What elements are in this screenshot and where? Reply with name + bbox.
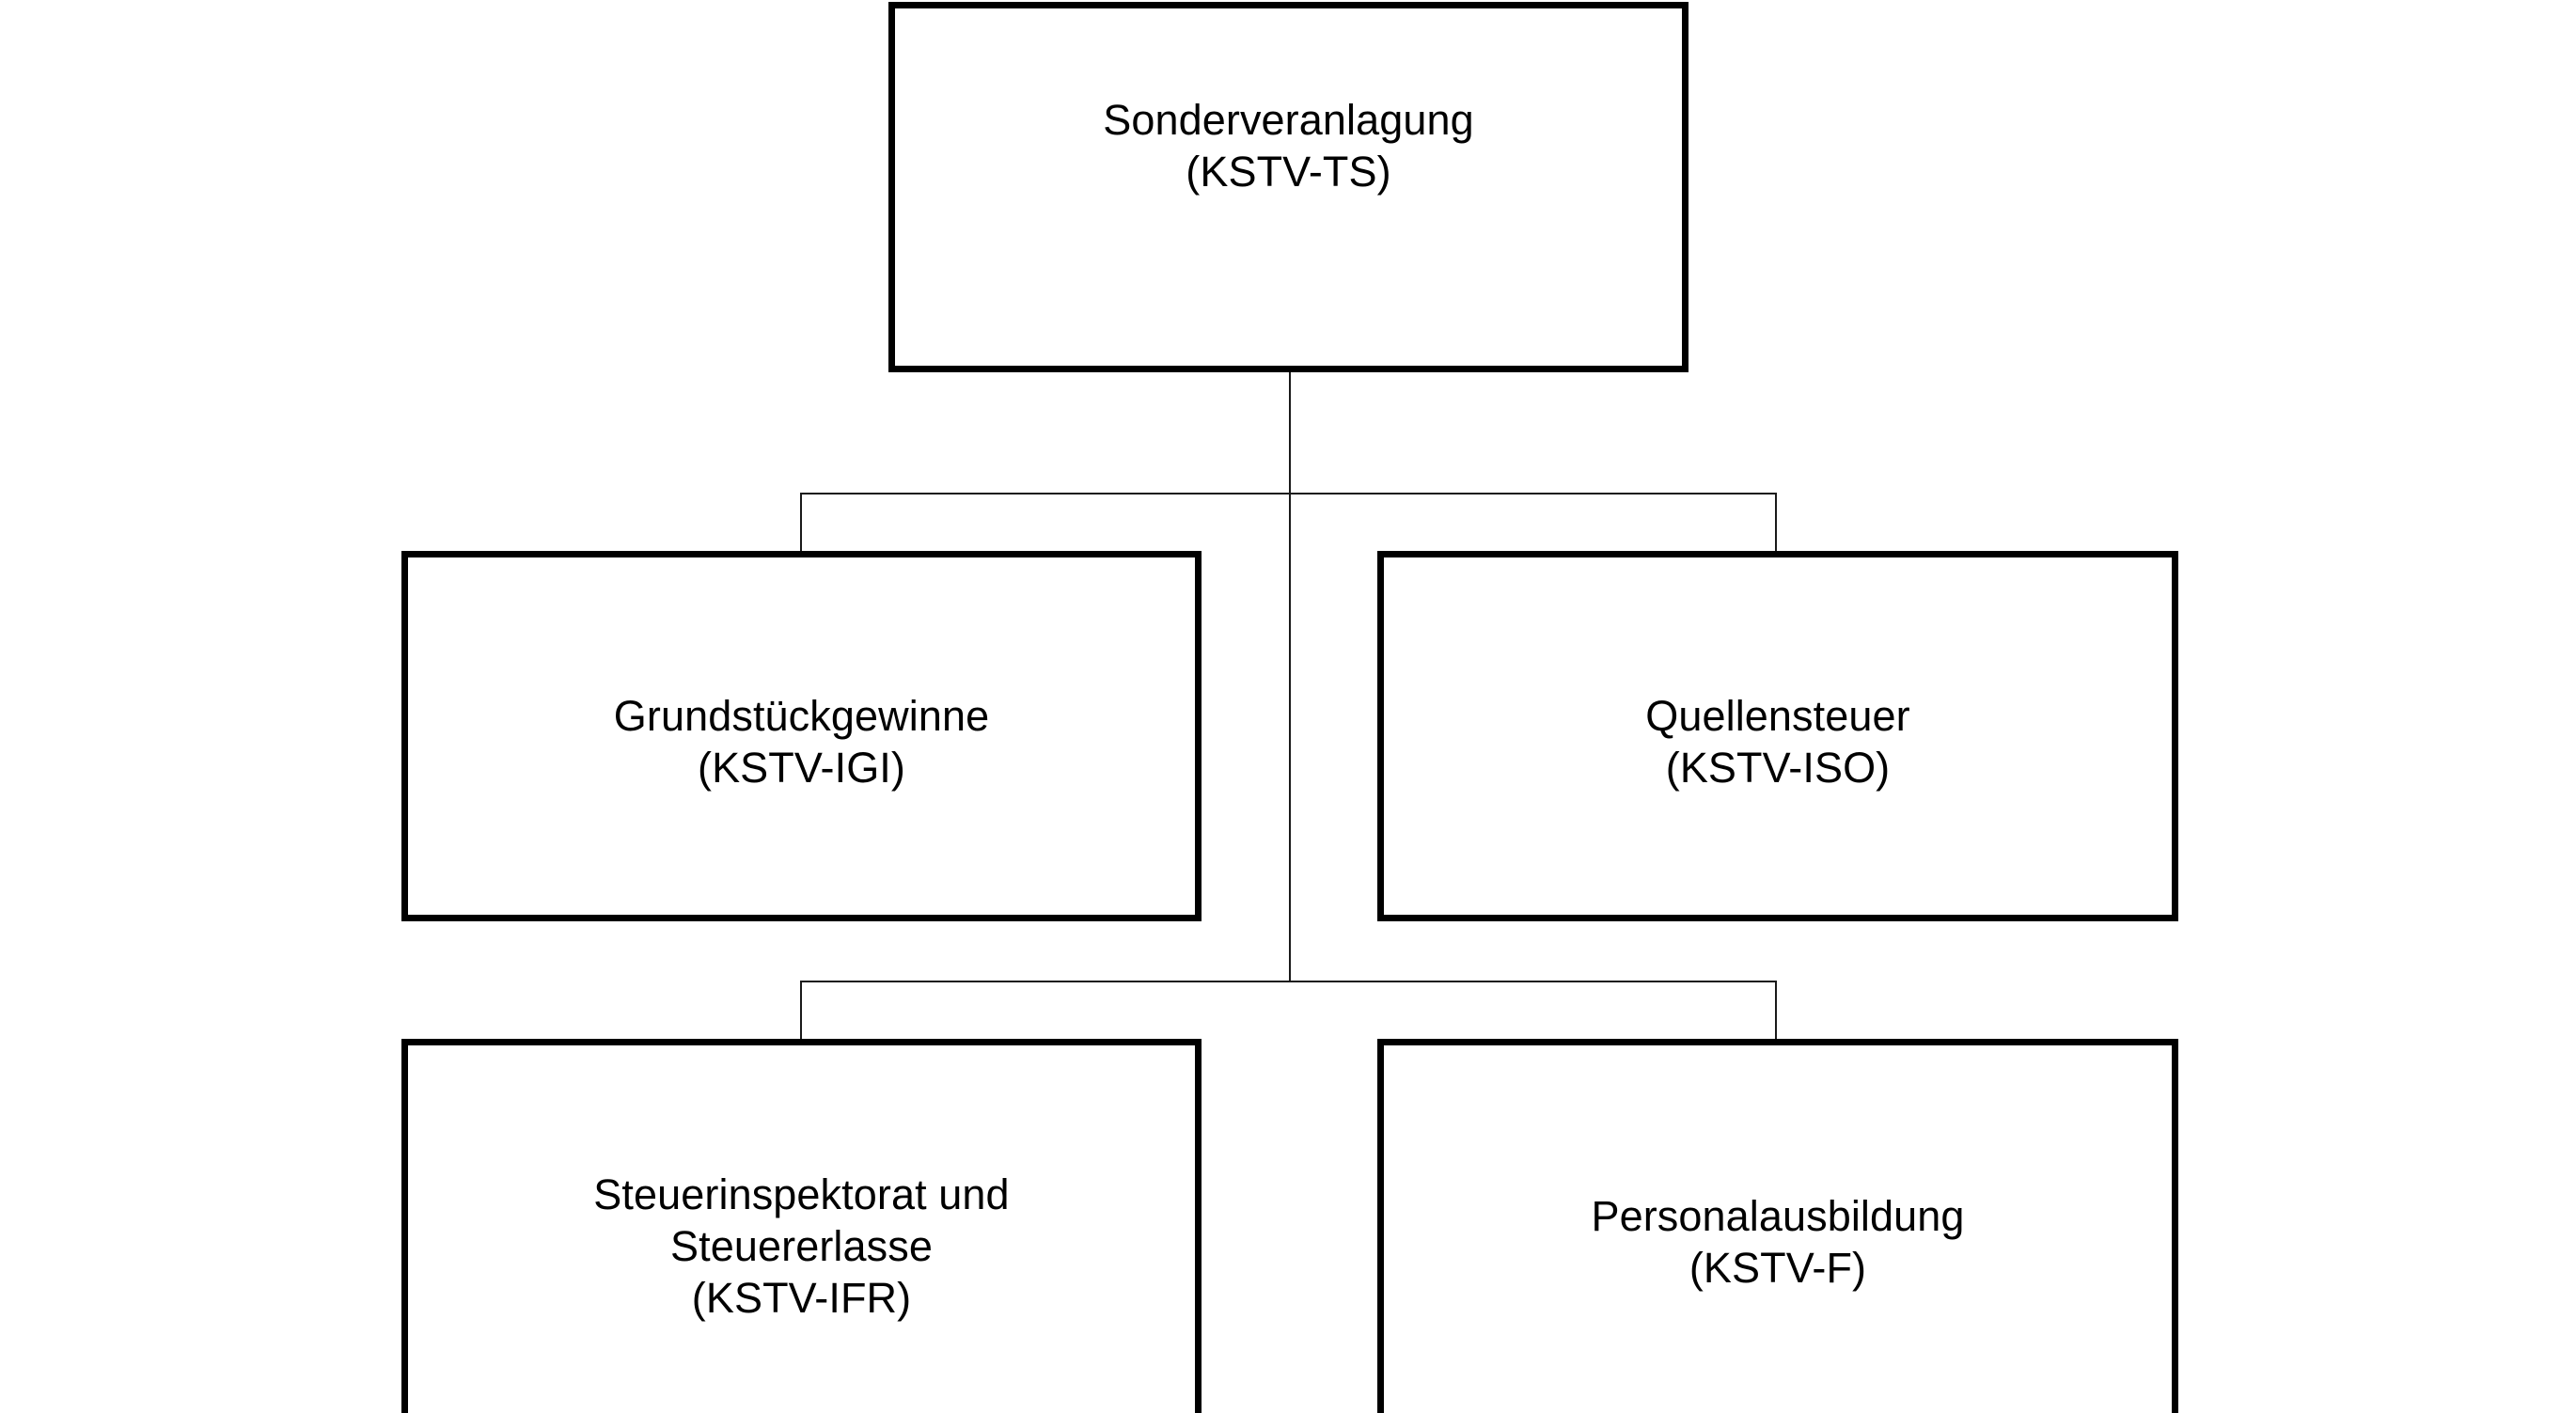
org-node-grundstueckgewinne[interactable]: Grundstückgewinne (KSTV-IGI)	[401, 551, 1202, 921]
connector-root-stem	[1289, 372, 1291, 495]
org-node-steuerinspektorat[interactable]: Steuerinspektorat und Steuererlasse (KST…	[401, 1039, 1202, 1413]
org-node-sonderveranlagung[interactable]: Sonderveranlagung (KSTV-TS)	[888, 2, 1689, 372]
org-node-label-steuerinspektorat: Steuerinspektorat und Steuererlasse (KST…	[593, 1170, 1010, 1322]
connector-drop-to-quellensteuer	[1775, 493, 1777, 555]
org-node-personalausbildung[interactable]: Personalausbildung (KSTV-F)	[1377, 1039, 2178, 1413]
connector-drop-to-personalausbildung	[1775, 981, 1777, 1043]
connector-drop-to-grundstueckgewinne	[800, 493, 802, 555]
connector-branch-bar-level2	[800, 493, 1777, 495]
connector-drop-to-steuerinspektorat	[800, 981, 802, 1043]
org-node-label-sonderveranlagung: Sonderveranlagung (KSTV-TS)	[1103, 96, 1474, 196]
org-node-quellensteuer[interactable]: Quellensteuer (KSTV-ISO)	[1377, 551, 2178, 921]
org-node-label-quellensteuer: Quellensteuer (KSTV-ISO)	[1645, 692, 1910, 792]
connector-branch-bar-level3	[800, 981, 1777, 982]
org-node-label-grundstueckgewinne: Grundstückgewinne (KSTV-IGI)	[613, 692, 990, 792]
connector-middle-stem	[1289, 493, 1291, 982]
org-node-label-personalausbildung: Personalausbildung (KSTV-F)	[1591, 1192, 1965, 1292]
